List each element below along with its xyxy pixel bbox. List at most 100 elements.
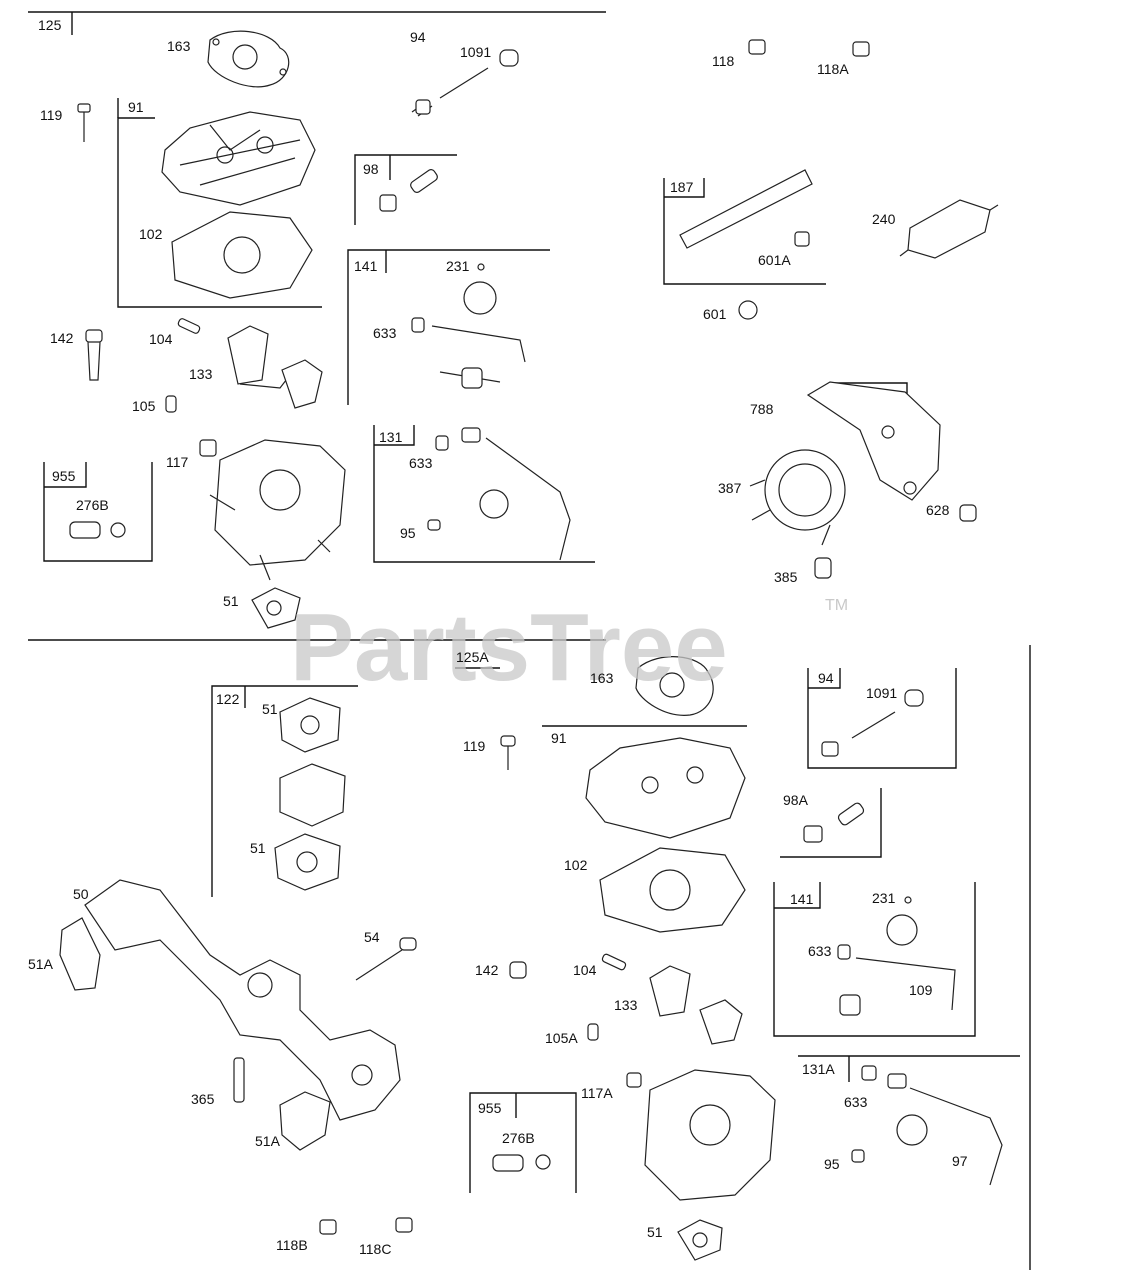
label-142: 142 [50,330,74,346]
part-fuel-pump-788[interactable] [749,381,941,546]
label-94-b: 94 [818,670,834,686]
part-carb-body-91-b[interactable] [585,737,746,839]
part-kit-955-b[interactable] [492,1154,551,1172]
label-131: 131 [379,429,403,445]
part-carb-117a[interactable] [626,1069,776,1201]
part-gasket-51[interactable] [251,587,301,629]
label-105a: 105A [545,1030,578,1046]
part-throttle-131a[interactable] [851,1065,1003,1186]
label-95: 95 [400,525,416,541]
part-parts-955-kit[interactable] [69,521,126,539]
part-gasket-51-b[interactable] [677,1219,723,1261]
label-91-b: 91 [551,730,567,746]
label-54: 54 [364,929,380,945]
label-141: 141 [354,258,378,274]
part-float-133[interactable] [227,325,323,409]
label-98: 98 [363,161,379,177]
label-125a: 125A [456,649,489,665]
label-1091-b: 1091 [866,685,897,701]
part-nut-118bc[interactable] [319,1217,413,1235]
part-screw-105[interactable] [165,395,177,413]
label-98a: 98A [783,792,809,808]
part-gasket-163-b[interactable] [635,656,714,716]
label-387: 387 [718,480,742,496]
label-102-b: 102 [564,857,588,873]
label-119: 119 [40,107,63,123]
label-118: 118 [712,53,735,69]
part-manifold-50[interactable] [84,879,401,1121]
label-117a: 117A [581,1085,613,1101]
label-955: 955 [52,468,76,484]
label-109: 109 [909,982,933,998]
part-nut-118[interactable] [748,39,870,57]
label-141-b: 141 [790,891,814,907]
part-plate-102-b[interactable] [599,847,746,933]
label-133-b: 133 [614,997,638,1013]
part-choke-141[interactable] [411,263,526,389]
label-95-b: 95 [824,1156,840,1172]
label-633: 633 [373,325,397,341]
part-bolt-119-b[interactable] [500,735,516,770]
part-spacer-122[interactable] [274,697,346,891]
part-carb-body-91[interactable] [161,111,316,206]
label-633b: 633 [409,455,433,471]
part-throttle-131[interactable] [427,427,571,561]
label-105: 105 [132,398,156,414]
part-choke-141-b[interactable] [837,896,956,1016]
part-inlet-142[interactable] [85,329,103,381]
part-plate-102[interactable] [171,211,313,299]
label-118c: 118C [359,1241,391,1257]
label-633-c: 633 [844,1094,868,1110]
label-788: 788 [750,401,774,417]
label-601: 601 [703,306,727,322]
label-133: 133 [189,366,213,382]
label-119-b: 119 [463,738,486,754]
part-fitting-385[interactable] [814,557,832,579]
part-carb-117[interactable] [199,439,346,581]
part-pin-104-b[interactable] [601,953,627,971]
label-51-a: 51 [262,701,278,717]
frame-lines [28,11,1031,1270]
label-601a: 601A [758,252,791,268]
label-51a-right: 51A [255,1133,281,1149]
label-104: 104 [149,331,173,347]
label-91: 91 [128,99,144,115]
label-187: 187 [670,179,694,195]
part-tube-365[interactable] [233,1057,245,1103]
label-365: 365 [191,1091,215,1107]
part-screw-628[interactable] [959,504,977,522]
label-118a: 118A [817,61,849,77]
part-pin-104[interactable] [177,318,201,335]
label-231: 231 [446,258,470,274]
label-131a: 131A [802,1061,835,1077]
callout-labels: 125 163 94 1091 118 118A 119 91 98 187 2… [38,17,950,609]
label-163: 163 [167,38,191,54]
part-screw-105a[interactable] [587,1023,599,1041]
part-gasket-163[interactable] [207,30,290,88]
label-51a-left: 51A [28,956,54,972]
watermark-trademark: TM [825,597,848,614]
label-955-b: 955 [478,1100,502,1116]
label-142-b: 142 [475,962,499,978]
part-float-133-b[interactable] [649,965,743,1045]
label-276b: 276B [76,497,109,513]
part-screw-98a[interactable] [803,802,865,843]
part-tube-187[interactable] [679,169,813,249]
part-bolt-119[interactable] [77,103,91,142]
part-inlet-142-b[interactable] [509,961,527,979]
label-117: 117 [166,454,189,470]
part-screw-98[interactable] [379,168,439,212]
part-bolt-54[interactable] [355,937,417,981]
part-filter-240[interactable] [899,199,999,259]
part-clamp-601[interactable] [738,300,758,320]
label-163-b: 163 [590,670,614,686]
part-gasket-51a-right[interactable] [279,1091,331,1151]
part-gasket-51a-left[interactable] [59,917,101,991]
label-94: 94 [410,29,426,45]
part-screw-1091-94[interactable] [411,49,519,117]
label-231-b: 231 [872,890,896,906]
label-51-c: 51 [647,1224,663,1240]
part-screw-1091-94-b[interactable] [821,689,924,757]
